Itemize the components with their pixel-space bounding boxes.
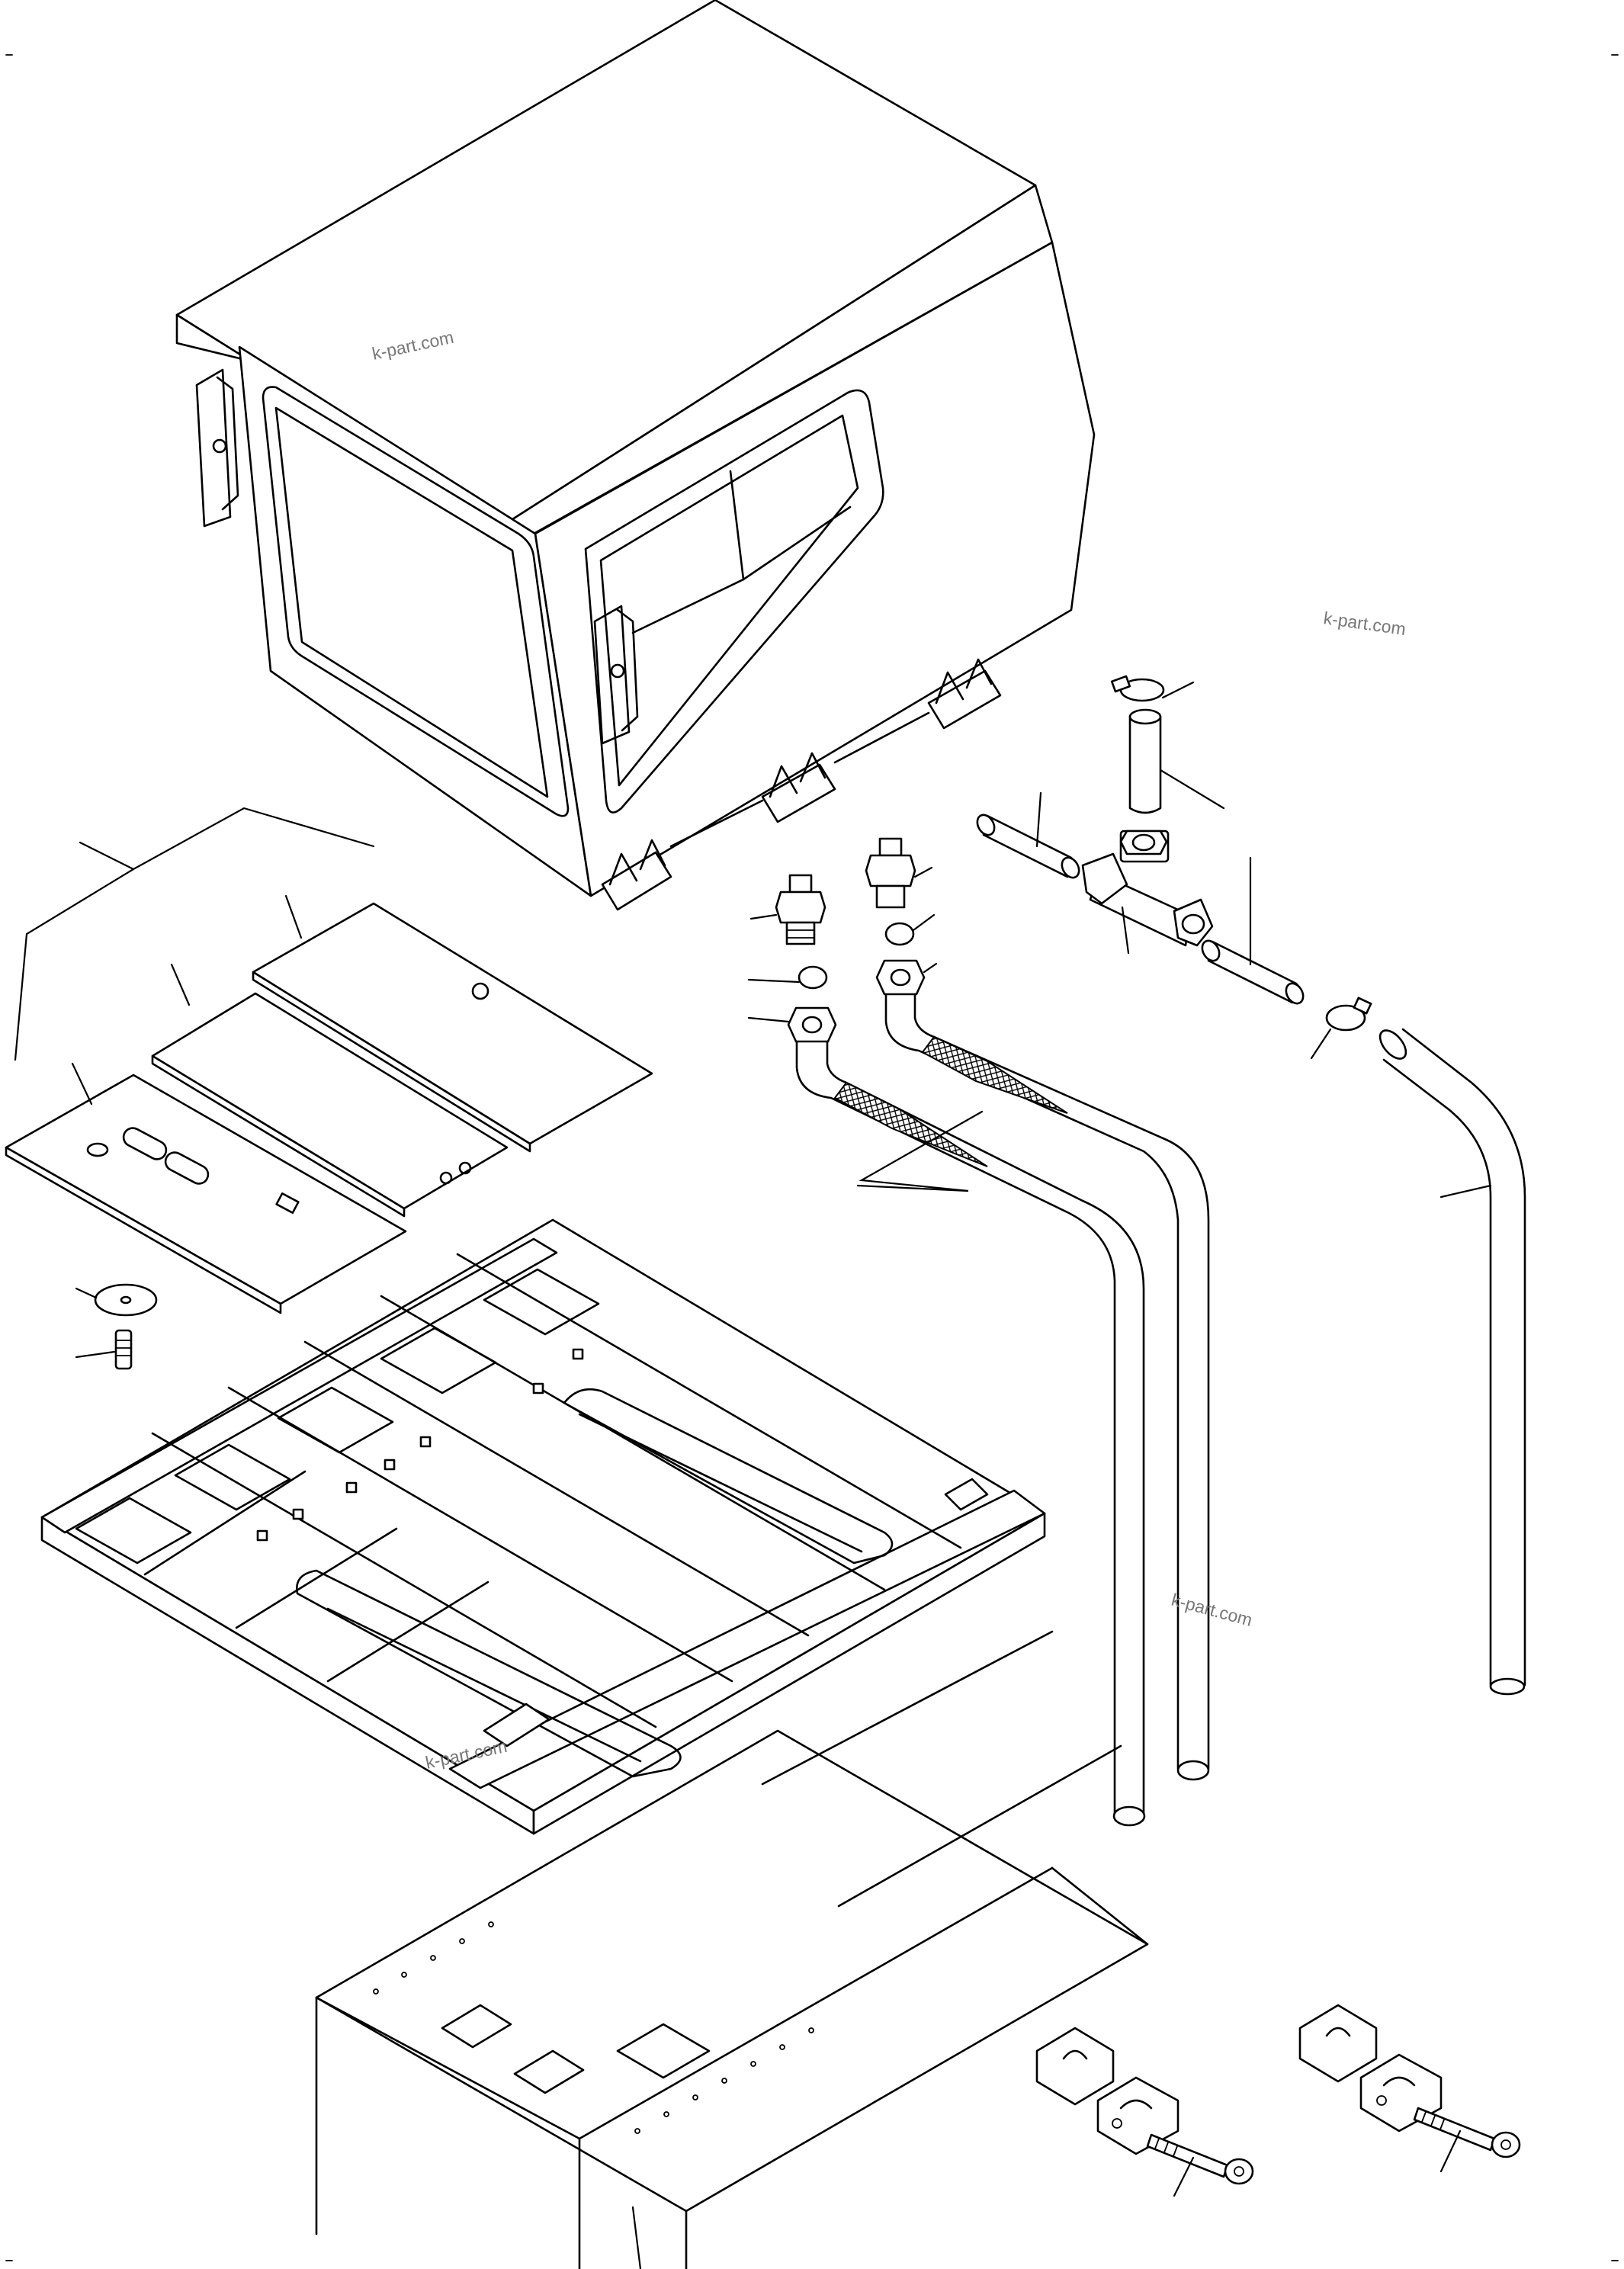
- nut-left: [747, 1006, 837, 1043]
- sleeve-left: [747, 965, 828, 990]
- cab-bracket-2: [761, 752, 836, 823]
- adapter-fitting-left: [749, 874, 826, 945]
- tee-assembly: [976, 675, 1526, 1696]
- hose-clamp-bottom: [1310, 996, 1372, 1060]
- clamp-bolt-right: [1413, 2107, 1521, 2173]
- frame-clips: [256, 1348, 584, 1542]
- pipe-vertical: [1128, 708, 1225, 814]
- hose-fittings: [747, 837, 1210, 1827]
- floor-frame: [40, 1218, 1046, 1835]
- nut-right: [875, 959, 938, 996]
- bolt-part: [75, 1329, 133, 1370]
- hydraulic-hose-1: [795, 1040, 1146, 1827]
- operator-cab: [175, 0, 1096, 911]
- washer-part: [75, 1283, 158, 1317]
- watermark-text: k-part.com: [1170, 1590, 1255, 1630]
- floor-mat-middle: [151, 992, 509, 1218]
- watermark-text: k-part.com: [1322, 608, 1407, 639]
- hose-clamp-top: [1110, 675, 1195, 702]
- return-hose: [1378, 1028, 1526, 1696]
- pipe-right: [1201, 856, 1305, 1005]
- floor-mat-top: [252, 902, 653, 1153]
- cab-bracket-1: [601, 839, 672, 911]
- tee-fitting: [1081, 830, 1214, 955]
- floor-mats: [5, 807, 653, 1314]
- pipe-clamp-right: [1298, 2004, 1521, 2173]
- sleeve-right: [884, 913, 936, 946]
- hydraulic-hose-2: [884, 993, 1210, 1781]
- floor-mat-bottom: [5, 1074, 407, 1314]
- cab-bracket-3: [927, 658, 1002, 730]
- base-cabinet: [315, 1630, 1149, 2269]
- pipe-clamp-left: [1035, 2027, 1254, 2197]
- pipe-left: [976, 791, 1080, 879]
- clamp-bolt-left: [1146, 2133, 1254, 2197]
- adapter-fitting-right: [865, 837, 933, 909]
- rivet-holes: [373, 1921, 814, 2134]
